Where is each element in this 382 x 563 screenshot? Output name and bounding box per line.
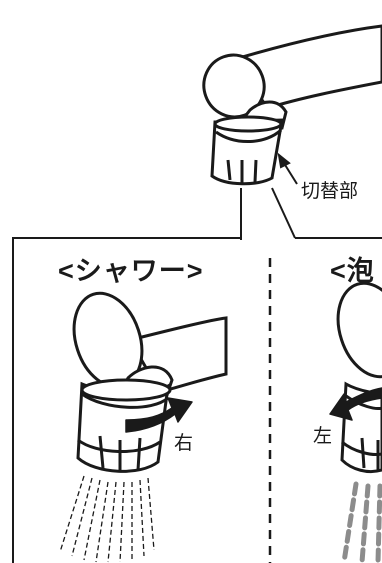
switch-part-callout <box>277 152 298 185</box>
shower-mode-title: <シャワー> <box>58 256 204 286</box>
rotate-right-arrow <box>125 397 193 433</box>
rotate-left-arrow <box>329 387 382 421</box>
shower-spray <box>59 475 155 563</box>
rotate-right-label: 右 <box>174 433 194 454</box>
shower-faucet <box>72 291 228 473</box>
foam-stream <box>341 481 382 563</box>
faucet-overview <box>202 24 382 186</box>
switch-part-label: 切替部 <box>301 181 359 202</box>
rotate-left-label: 左 <box>313 426 333 447</box>
foam-mode-title: <泡 <box>330 256 375 286</box>
detail-box <box>12 237 382 563</box>
magnification-lines <box>240 187 296 240</box>
foam-faucet <box>336 281 382 474</box>
